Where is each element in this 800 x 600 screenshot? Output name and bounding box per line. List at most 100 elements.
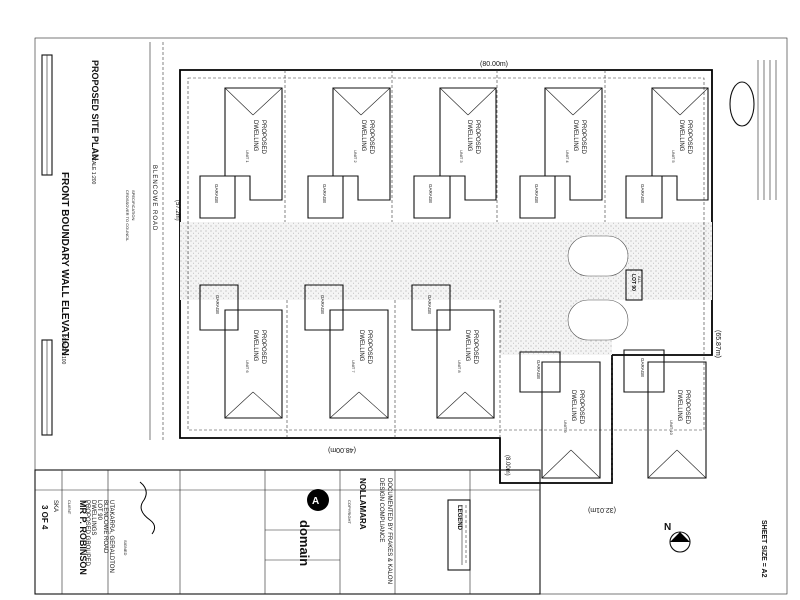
dwelling-label: DWELLING <box>252 330 258 362</box>
dwelling-label: PROPOSED <box>684 390 690 425</box>
unit-4: PROPOSED DWELLING GARAGE UNIT 4 <box>519 87 603 219</box>
north-arrow: N <box>664 522 691 553</box>
unit-label: UNIT 9 <box>563 420 568 433</box>
nollamara-label: NOLLAMARA <box>358 478 367 530</box>
unit-label: UNIT 8 <box>457 360 462 373</box>
boundary-mid-dim: (8.00m) <box>504 455 510 476</box>
turning-circle-top <box>567 235 629 277</box>
copyright: COPYRIGHT <box>347 500 352 524</box>
dwelling-label: PROPOSED <box>260 120 266 155</box>
unit-8: PROPOSED DWELLING GARAGE UNIT 8 <box>411 284 495 419</box>
design-compliance: DESIGN COMPLIANCE <box>378 478 384 542</box>
unit-1: PROPOSED DWELLING GARAGE UNIT 1 <box>199 87 283 219</box>
legend: LEGEND <box>447 499 471 571</box>
sheet-border <box>34 37 788 595</box>
svg-text:SPECIFICATION: SPECIFICATION <box>131 190 136 220</box>
svg-text:LOT 90: LOT 90 <box>630 274 636 291</box>
dwelling-label: DWELLING <box>358 330 364 362</box>
dwelling-label: DWELLING <box>464 330 470 362</box>
plan-title: PROPOSED SITE PLAN <box>90 60 100 161</box>
dwelling-label: PROPOSED <box>580 120 586 155</box>
unit-label: UNIT 6 <box>245 360 250 373</box>
garage-label: GARAGE <box>534 184 539 203</box>
unit-label: UNIT 7 <box>351 360 356 373</box>
garage-label: GARAGE <box>536 360 541 379</box>
dwelling-label: DWELLING <box>570 390 576 422</box>
setback-line <box>187 77 705 431</box>
garage-label: GARAGE <box>427 295 432 314</box>
sheet-size: SHEET SIZE = A2 <box>760 520 767 578</box>
unit-9: PROPOSED DWELLING GARAGE UNIT 9 <box>519 351 601 479</box>
unit-row-top: PROPOSED DWELLING GARAGE UNIT 1 PROPOSED… <box>199 87 709 219</box>
svg-text:DWELLINGS: DWELLINGS <box>90 500 96 535</box>
garage-label: GARAGE <box>428 184 433 203</box>
sheet-number: 3 OF 4 <box>40 505 49 530</box>
unit-3: PROPOSED DWELLING GARAGE UNIT 3 <box>413 87 497 219</box>
svg-text:LOT 90: LOT 90 <box>96 500 102 521</box>
garage-label: GARAGE <box>640 358 645 377</box>
unit-10: PROPOSED DWELLING GARAGE UNIT 10 <box>623 349 707 479</box>
dwelling-label: PROPOSED <box>368 120 374 155</box>
boundary-bottom-dim: (48.00m) <box>328 446 356 453</box>
documented-by: DOCUMENTED BY FRAKES & KALON <box>386 478 392 584</box>
boundary-left-dim: (57.2m) <box>174 200 180 221</box>
wall-elevation <box>41 54 53 436</box>
surveyor-stamp <box>729 60 777 200</box>
unit-5: PROPOSED DWELLING GARAGE UNIT 5 <box>625 87 709 219</box>
dwelling-label: PROPOSED <box>366 330 372 365</box>
dwelling-label: PROPOSED <box>472 330 478 365</box>
svg-text:CROSSOVER TO COUNCIL: CROSSOVER TO COUNCIL <box>125 190 130 242</box>
svg-text:UTAKARRA, GERALDTON: UTAKARRA, GERALDTON <box>108 500 114 573</box>
client-label: CLIENT <box>67 500 72 515</box>
svg-text:A: A <box>312 496 319 507</box>
unit-label: UNIT 1 <box>245 150 250 163</box>
unit-row-bottom: PROPOSED DWELLING GARAGE UNIT 6 PROPOSED… <box>199 284 707 479</box>
plan-scale: SCALE 1:200 <box>90 154 96 185</box>
unit-2: PROPOSED DWELLING GARAGE UNIT 2 <box>307 87 391 219</box>
dwelling-label: DWELLING <box>466 120 472 152</box>
road-reserve: BLENCOWE ROAD CROSSOVER TO COUNCIL SPECI… <box>125 42 164 440</box>
dwelling-label: DWELLING <box>252 120 258 152</box>
dwelling-label: DWELLING <box>676 390 682 422</box>
dwelling-label: PROPOSED <box>260 330 266 365</box>
unit-label: UNIT 4 <box>565 150 570 163</box>
dwelling-label: DWELLING <box>572 120 578 152</box>
signed-label: SIGNED <box>123 540 128 555</box>
boundary-bottom-right-dim: (32.01m) <box>588 506 616 513</box>
signature-mark <box>139 481 156 535</box>
dwelling-label: PROPOSED <box>578 390 584 425</box>
boundary-top-dim: (80.00m) <box>480 61 508 68</box>
lot-label: LOT 90 ALL <box>625 269 643 301</box>
garage-label: GARAGE <box>322 184 327 203</box>
drawn-by: SKA <box>52 500 58 512</box>
boundary-right-dim: (65.87m) <box>714 330 721 358</box>
dwelling-label: DWELLING <box>678 120 684 152</box>
svg-text:BLENCOWE ROAD: BLENCOWE ROAD <box>151 165 157 231</box>
svg-text:PROPOSED GROUPED: PROPOSED GROUPED <box>84 500 90 567</box>
project-title: PROPOSED GROUPED DWELLINGS LOT 90 BLENCO… <box>84 500 114 573</box>
unit-6: PROPOSED DWELLING GARAGE UNIT 6 <box>199 284 283 419</box>
elevation-title: FRONT BOUNDARY WALL ELEVATION <box>59 172 70 356</box>
garage-label: GARAGE <box>215 295 220 314</box>
company-name: domain <box>297 520 312 566</box>
dwelling-label: PROPOSED <box>686 120 692 155</box>
svg-text:LEGEND: LEGEND <box>456 505 462 531</box>
svg-text:ALL: ALL <box>637 276 642 284</box>
elevation-scale: SCALE 1:100 <box>60 334 66 365</box>
svg-text:N: N <box>664 522 671 533</box>
unit-7: PROPOSED DWELLING GARAGE UNIT 7 <box>304 284 389 419</box>
unit-label: UNIT 10 <box>669 420 674 436</box>
lot-dividers <box>284 70 613 483</box>
unit-label: UNIT 2 <box>353 150 358 163</box>
client-name: MR P. ROBINSON <box>78 500 88 575</box>
title-block <box>34 469 541 595</box>
garage-label: GARAGE <box>640 184 645 203</box>
unit-label: UNIT 3 <box>459 150 464 163</box>
company-logo: A domain <box>297 489 329 566</box>
svg-text:BLENCOWE ROAD: BLENCOWE ROAD <box>102 500 108 554</box>
unit-label: UNIT 5 <box>671 150 676 163</box>
turning-circle-bottom <box>567 299 629 341</box>
dwelling-label: PROPOSED <box>474 120 480 155</box>
garage-label: GARAGE <box>320 295 325 314</box>
